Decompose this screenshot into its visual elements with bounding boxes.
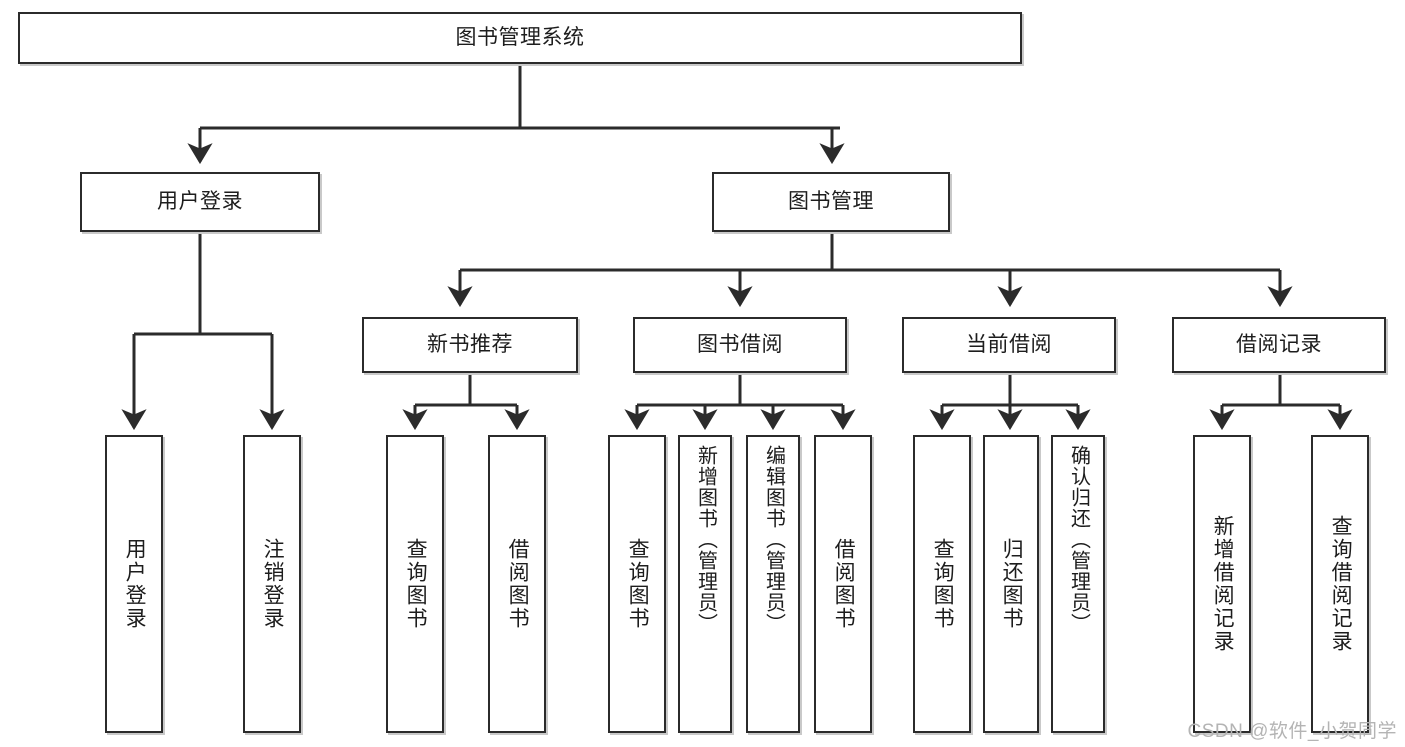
node-leaf-borrow-book-1[interactable]: 借阅图书 (488, 435, 546, 733)
node-new-book-recommend[interactable]: 新书推荐 (362, 317, 578, 373)
node-leaf-confirm-return-admin[interactable]: 确认归还（管理员） (1051, 435, 1105, 733)
node-leaf-edit-book-admin[interactable]: 编辑图书（管理员） (746, 435, 800, 733)
node-current-borrow[interactable]: 当前借阅 (902, 317, 1116, 373)
node-leaf-query-borrow-record[interactable]: 查询借阅记录 (1311, 435, 1369, 733)
node-leaf-query-book-3-label: 查询图书 (931, 538, 955, 630)
node-leaf-add-book-admin[interactable]: 新增图书（管理员） (678, 435, 732, 733)
node-leaf-return-book-label: 归还图书 (1000, 538, 1024, 630)
node-new-book-recommend-label: 新书推荐 (427, 333, 513, 357)
node-leaf-add-book-admin-label: 新增图书（管理员） (694, 445, 717, 634)
node-root-label: 图书管理系统 (455, 26, 585, 50)
node-leaf-add-borrow-record[interactable]: 新增借阅记录 (1193, 435, 1251, 733)
node-leaf-borrow-book-1-label: 借阅图书 (506, 538, 530, 630)
node-leaf-logout[interactable]: 注销登录 (243, 435, 301, 733)
node-leaf-user-login-label: 用户登录 (123, 538, 147, 630)
node-leaf-return-book[interactable]: 归还图书 (983, 435, 1039, 733)
node-leaf-query-book-1[interactable]: 查询图书 (386, 435, 444, 733)
node-leaf-confirm-return-admin-label: 确认归还（管理员） (1067, 445, 1090, 634)
node-leaf-query-book-2-label: 查询图书 (626, 538, 650, 630)
node-book-management-label: 图书管理 (788, 190, 874, 214)
node-leaf-query-book-1-label: 查询图书 (404, 538, 428, 630)
node-borrow-record[interactable]: 借阅记录 (1172, 317, 1386, 373)
node-leaf-user-login[interactable]: 用户登录 (105, 435, 163, 733)
node-leaf-borrow-book-2-label: 借阅图书 (832, 538, 856, 630)
node-borrow-record-label: 借阅记录 (1236, 333, 1322, 357)
node-leaf-query-book-3[interactable]: 查询图书 (913, 435, 971, 733)
watermark: CSDN @软件_小贺同学 (1187, 721, 1397, 742)
node-current-borrow-label: 当前借阅 (966, 333, 1052, 357)
node-user-login-label: 用户登录 (157, 190, 243, 214)
node-leaf-edit-book-admin-label: 编辑图书（管理员） (762, 445, 785, 634)
node-leaf-add-borrow-record-label: 新增借阅记录 (1211, 515, 1235, 653)
node-leaf-query-book-2[interactable]: 查询图书 (608, 435, 666, 733)
node-user-login[interactable]: 用户登录 (80, 172, 320, 232)
node-leaf-query-borrow-record-label: 查询借阅记录 (1329, 515, 1353, 653)
node-book-borrow-label: 图书借阅 (697, 333, 783, 357)
node-leaf-borrow-book-2[interactable]: 借阅图书 (814, 435, 872, 733)
node-book-management[interactable]: 图书管理 (712, 172, 950, 232)
node-book-borrow[interactable]: 图书借阅 (633, 317, 847, 373)
node-leaf-logout-label: 注销登录 (261, 538, 285, 630)
node-root[interactable]: 图书管理系统 (18, 12, 1022, 64)
